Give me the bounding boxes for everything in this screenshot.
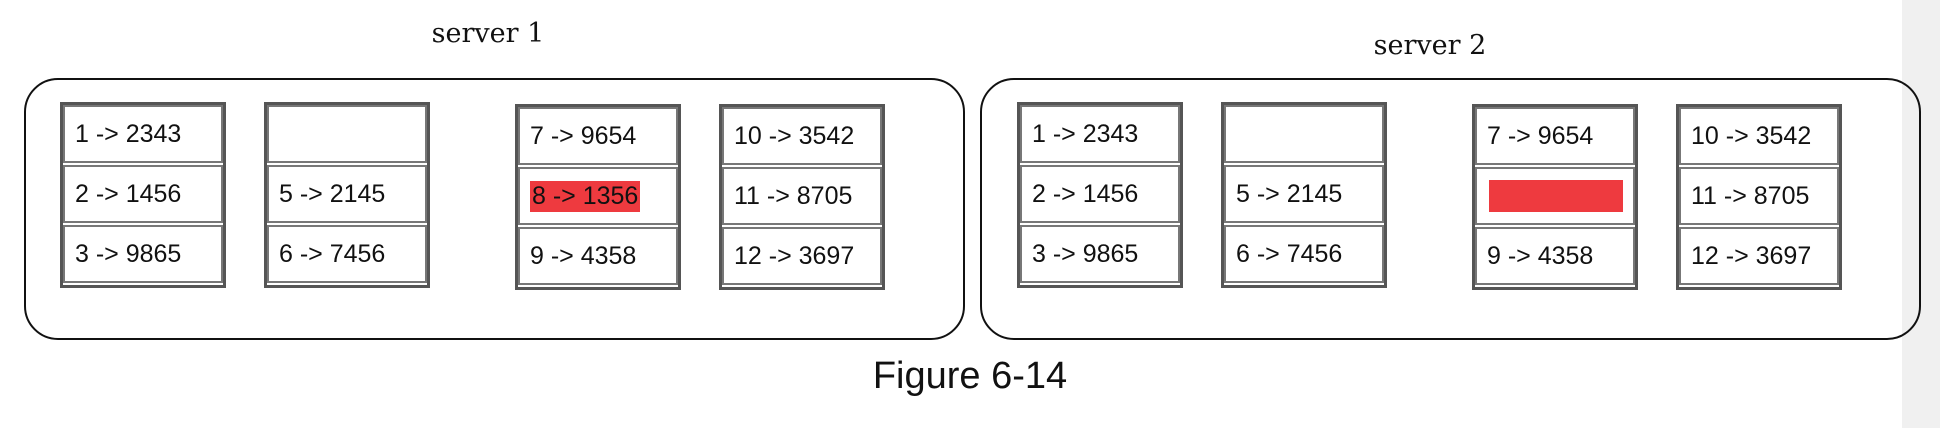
table-cell: 1 -> 2343 [63, 105, 223, 163]
server-2-title: server 2 [1373, 30, 1487, 61]
server-2-column-4: 10 -> 3542 11 -> 8705 12 -> 3697 [1676, 104, 1842, 290]
table-cell: 9 -> 4358 [1475, 227, 1635, 285]
deleted-entry-bar [1489, 180, 1623, 212]
table-cell: 12 -> 3697 [1679, 227, 1839, 285]
server-1-column-3: 7 -> 9654 8 -> 1356 9 -> 4358 [515, 104, 681, 290]
highlighted-cell: 8 -> 1356 [518, 167, 678, 225]
table-cell: 7 -> 9654 [518, 107, 678, 165]
table-cell: 2 -> 1456 [1020, 165, 1180, 223]
figure-caption: Figure 6-14 [872, 355, 1068, 397]
empty-cell [267, 105, 427, 163]
server-2-column-2: 5 -> 2145 6 -> 7456 [1221, 102, 1387, 288]
deleted-entry-cell [1475, 167, 1635, 225]
table-cell: 10 -> 3542 [1679, 107, 1839, 165]
empty-cell [1224, 105, 1384, 163]
server-1-column-2: 5 -> 2145 6 -> 7456 [264, 102, 430, 288]
table-cell: 12 -> 3697 [722, 227, 882, 285]
page-edge-strip [1902, 0, 1940, 428]
table-cell: 6 -> 7456 [267, 225, 427, 283]
table-cell: 2 -> 1456 [63, 165, 223, 223]
table-cell: 6 -> 7456 [1224, 225, 1384, 283]
server-1-column-4: 10 -> 3542 11 -> 8705 12 -> 3697 [719, 104, 885, 290]
server-1-column-1: 1 -> 2343 2 -> 1456 3 -> 9865 [60, 102, 226, 288]
table-cell: 3 -> 9865 [1020, 225, 1180, 283]
highlighted-entry: 8 -> 1356 [530, 180, 641, 212]
table-cell: 9 -> 4358 [518, 227, 678, 285]
table-cell: 7 -> 9654 [1475, 107, 1635, 165]
server-2-column-3: 7 -> 9654 9 -> 4358 [1472, 104, 1638, 290]
server-1-title: server 1 [431, 18, 545, 49]
server-2-box [980, 78, 1921, 340]
table-cell: 11 -> 8705 [1679, 167, 1839, 225]
table-cell: 10 -> 3542 [722, 107, 882, 165]
table-cell: 5 -> 2145 [1224, 165, 1384, 223]
server-2-column-1: 1 -> 2343 2 -> 1456 3 -> 9865 [1017, 102, 1183, 288]
server-1-box [24, 78, 965, 340]
table-cell: 11 -> 8705 [722, 167, 882, 225]
table-cell: 1 -> 2343 [1020, 105, 1180, 163]
table-cell: 5 -> 2145 [267, 165, 427, 223]
table-cell: 3 -> 9865 [63, 225, 223, 283]
